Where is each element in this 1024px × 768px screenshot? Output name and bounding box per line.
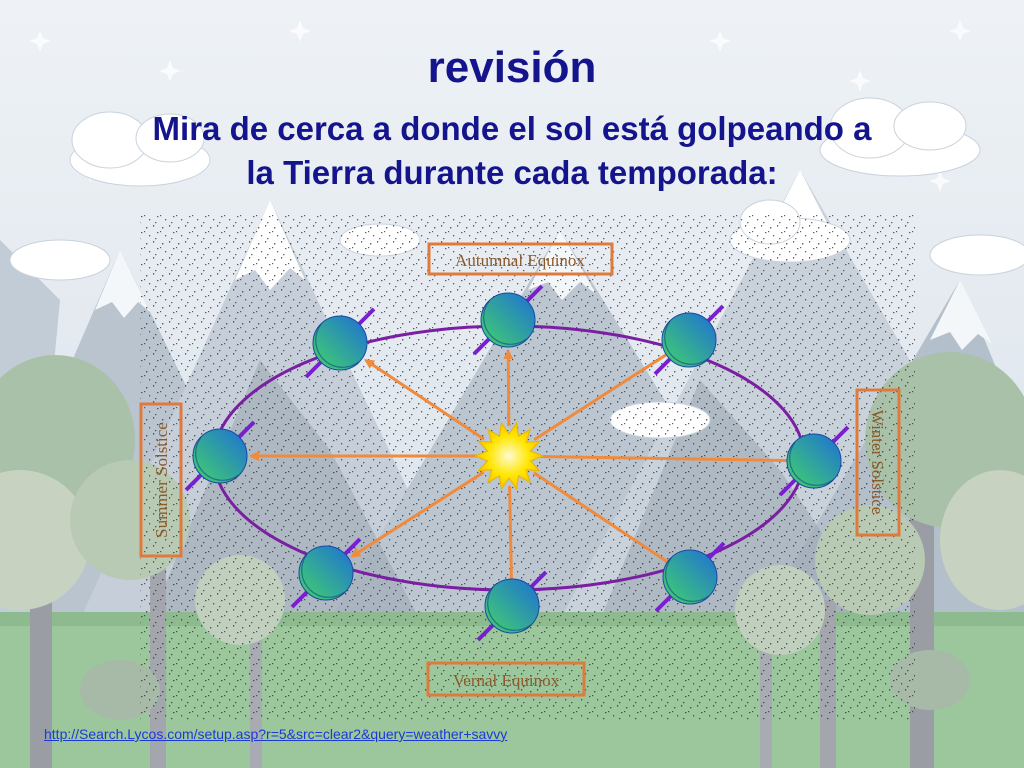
- earth-icon: [480, 292, 536, 348]
- earth-autumnal-equinox: [472, 284, 544, 356]
- ray-to-earth-bottom-left: [350, 470, 485, 558]
- ray-to-earth-autumnal-equinox: [503, 349, 514, 427]
- label-top-text: Autumnal Equinox: [455, 251, 585, 270]
- label-summer-solstice: Summer Solstice: [139, 402, 183, 558]
- subtitle-line-1: Mira de cerca a donde el sol está golpea…: [152, 110, 872, 147]
- earth-icon: [661, 312, 717, 368]
- earth-top-right: [653, 304, 725, 376]
- earth-icon: [312, 315, 368, 371]
- earth-terminator: [483, 300, 528, 345]
- earth-terminator: [487, 586, 532, 631]
- earth-icon: [662, 549, 718, 605]
- earth-icon: [298, 545, 354, 601]
- slide-title: revisión: [427, 43, 597, 92]
- ray-to-earth-winter-solstice: [538, 455, 812, 466]
- earth-icon: [786, 433, 842, 489]
- earth-icon: [192, 428, 248, 484]
- earth-terminator: [789, 441, 834, 486]
- earth-icon: [484, 578, 540, 634]
- source-link[interactable]: http://Search.Lycos.com/setup.asp?r=5&sr…: [44, 726, 508, 742]
- label-right-text: Winter Solstice: [868, 410, 887, 515]
- ray-to-earth-top-right: [533, 340, 688, 441]
- subtitle-line-2: la Tierra durante cada temporada:: [246, 154, 778, 191]
- earth-terminator: [301, 553, 346, 598]
- earth-winter-solstice: [778, 425, 850, 497]
- earth-terminator: [664, 320, 709, 365]
- label-left-text: Summer Solstice: [152, 422, 171, 538]
- earth-terminator: [195, 436, 240, 481]
- earth-bottom-left: [290, 537, 362, 609]
- slide-subtitle: Mira de cerca a donde el sol está golpea…: [60, 107, 964, 195]
- earth-terminator: [315, 323, 360, 368]
- sun: [473, 421, 545, 491]
- earth-top-left: [304, 307, 376, 379]
- label-vernal-equinox: Vernal Equinox: [426, 661, 586, 697]
- earth-terminator: [665, 557, 710, 602]
- sun-icon: [473, 421, 545, 491]
- ray-to-earth-top-left: [364, 358, 485, 441]
- label-autumnal-equinox: Autumnal Equinox: [427, 242, 614, 276]
- earth-positions: [184, 284, 850, 642]
- label-winter-solstice: Winter Solstice: [855, 388, 901, 537]
- label-bottom-text: Vernal Equinox: [453, 671, 560, 690]
- earth-vernal-equinox: [476, 570, 548, 642]
- ray-to-earth-bottom-right: [533, 471, 689, 577]
- earth-summer-solstice: [184, 420, 256, 492]
- earth-bottom-right: [654, 541, 726, 613]
